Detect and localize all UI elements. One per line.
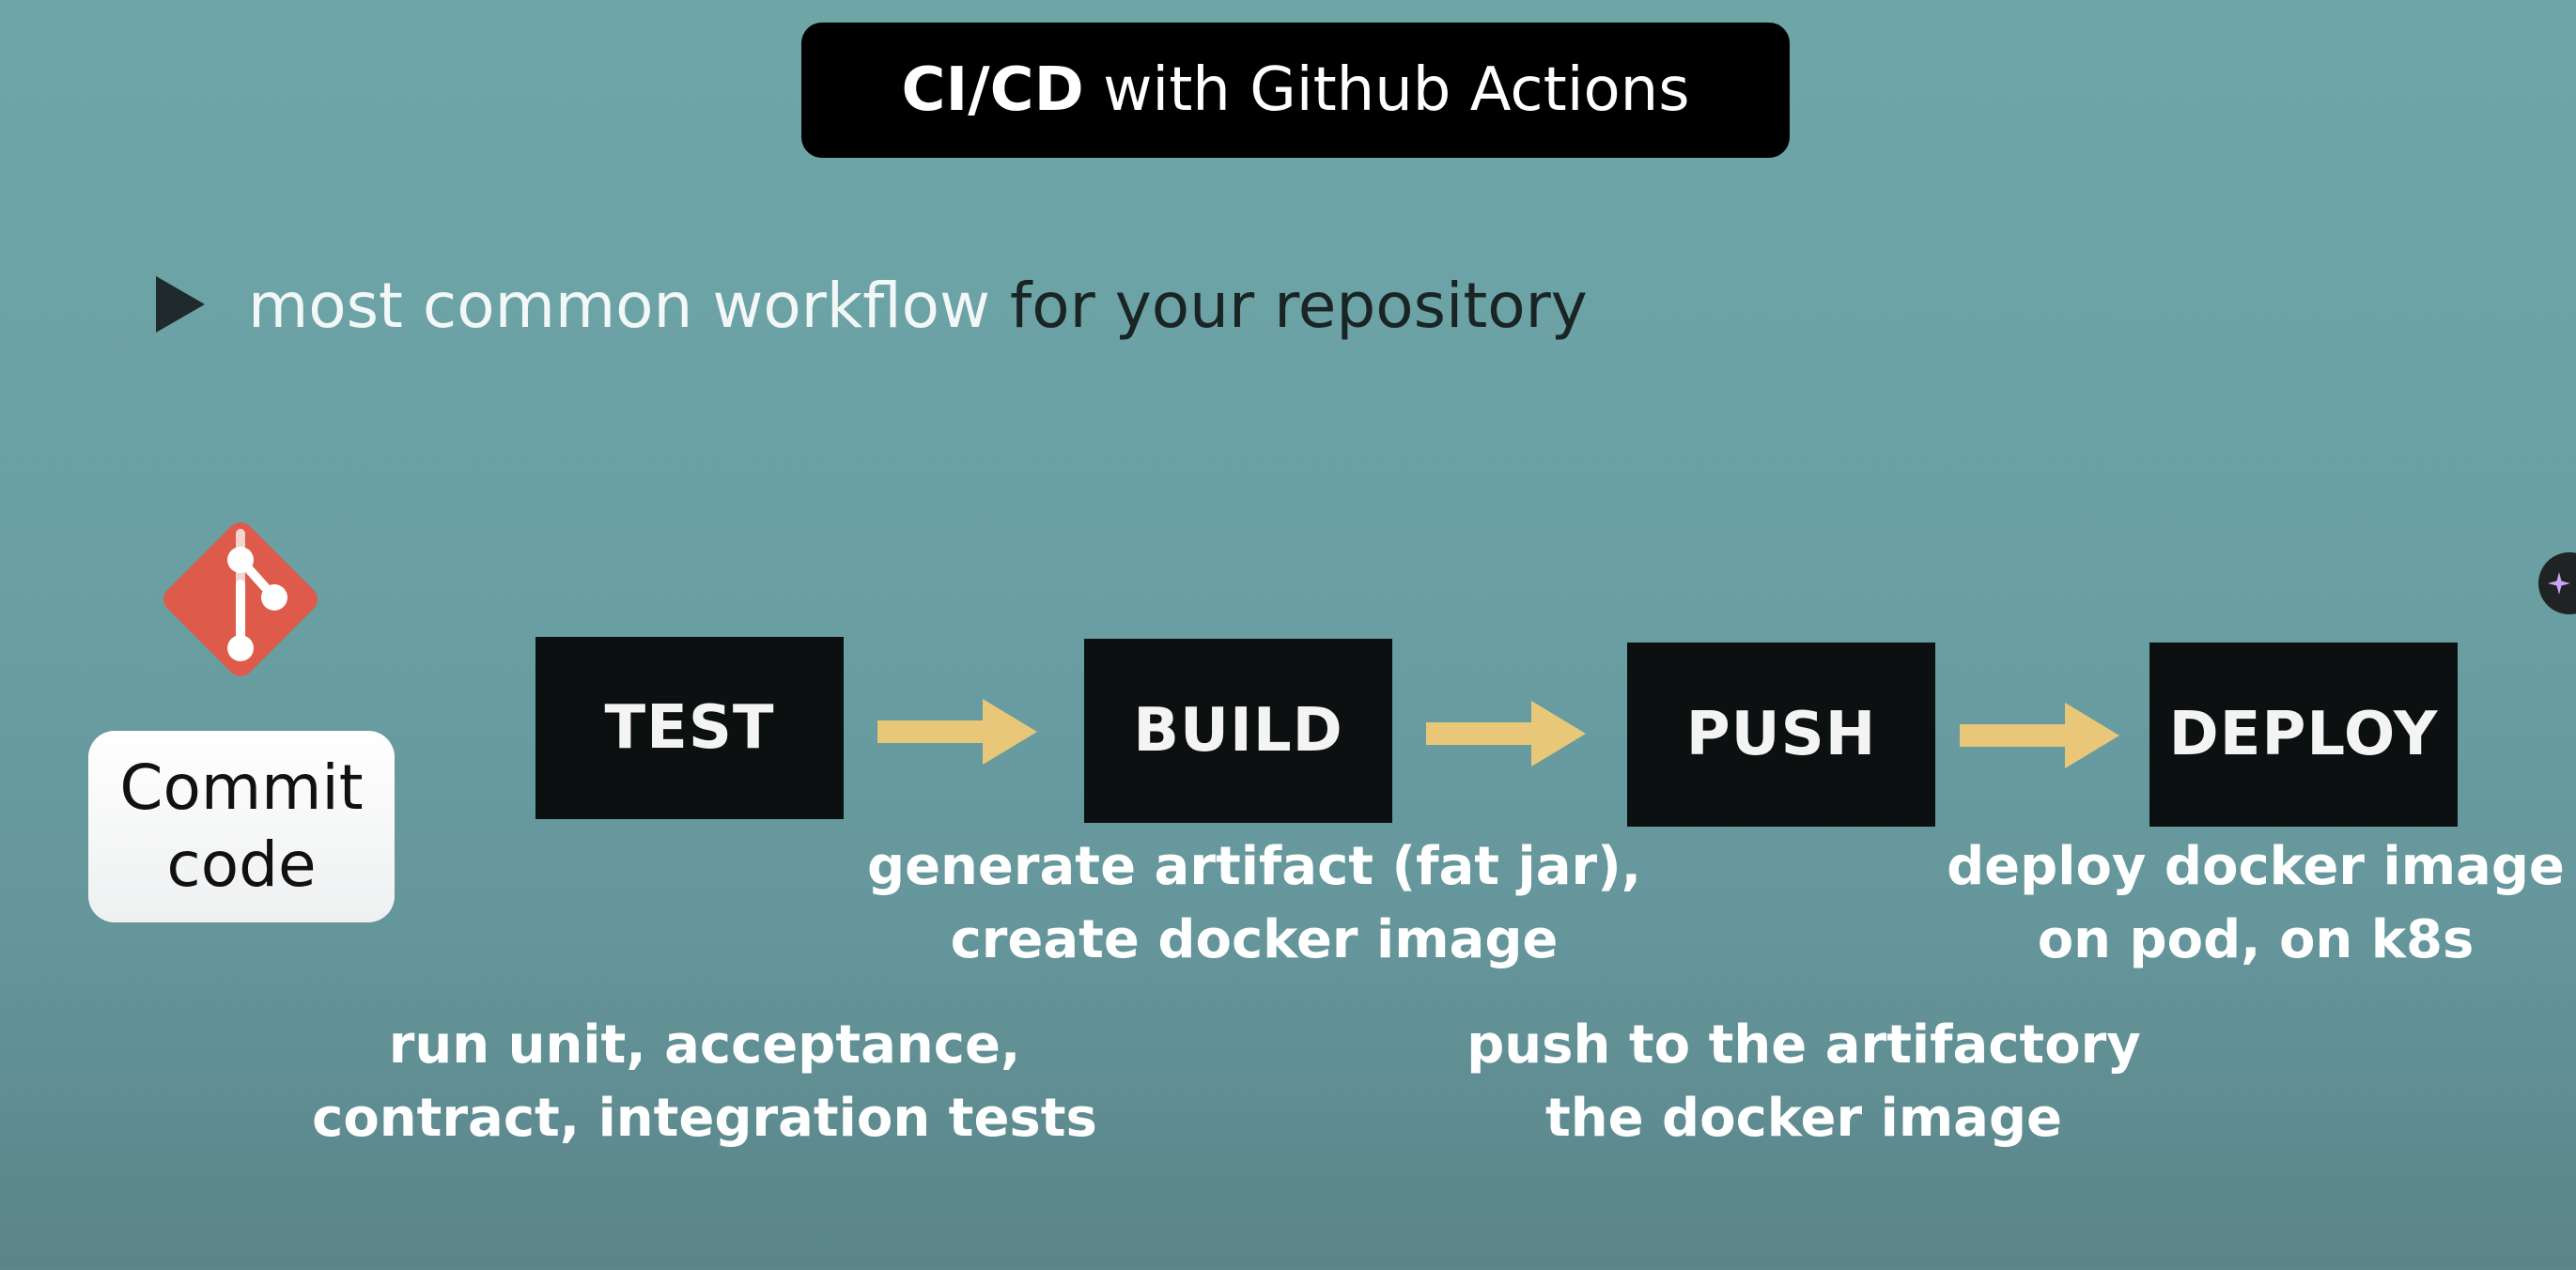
stage-test-label: TEST — [604, 693, 775, 763]
bullet-rest: for your repository — [990, 270, 1588, 342]
stage-deploy: DEPLOY — [2149, 643, 2458, 827]
push-description: push to the artifactory the docker image — [1447, 1009, 2161, 1155]
build-description: generate artifact (fat jar), create dock… — [846, 830, 1663, 977]
title-rest: with Github Actions — [1083, 55, 1690, 125]
test-description-line-2: contract, integration tests — [312, 1088, 1097, 1149]
stage-build: BUILD — [1084, 639, 1392, 823]
commit-line-2: code — [166, 829, 317, 901]
stage-push: PUSH — [1627, 643, 1935, 827]
deploy-description: deploy docker image on pod, on k8s — [1935, 830, 2576, 977]
stage-test: TEST — [535, 637, 844, 819]
right-arrow-icon — [877, 699, 1037, 765]
sparkle-icon — [2548, 572, 2570, 595]
stage-push-label: PUSH — [1685, 700, 1877, 769]
build-description-line-1: generate artifact (fat jar), — [866, 836, 1642, 897]
assist-button[interactable] — [2538, 552, 2576, 614]
build-description-line-2: create docker image — [950, 909, 1559, 970]
title-bold-part: CI/CD — [901, 55, 1084, 125]
stage-deploy-label: DEPLOY — [2168, 700, 2439, 769]
test-description: run unit, acceptance, contract, integrat… — [310, 1009, 1099, 1155]
commit-line-1: Commit — [119, 751, 364, 824]
slide-title: CI/CD with Github Actions — [801, 23, 1790, 158]
bullet-text: most common workflow for your repository — [248, 269, 1588, 344]
deploy-description-line-2: on pod, on k8s — [2037, 909, 2475, 970]
commit-code-box: Commit code — [88, 731, 395, 922]
push-description-line-2: the docker image — [1544, 1088, 2063, 1149]
push-description-line-1: push to the artifactory — [1466, 1014, 2141, 1076]
right-arrow-icon — [1426, 701, 1586, 767]
deploy-description-line-1: deploy docker image — [1947, 836, 2565, 897]
play-triangle-icon — [156, 276, 205, 333]
bullet-highlight: most common workflow — [248, 270, 991, 342]
stage-build-label: BUILD — [1133, 696, 1343, 766]
test-description-line-1: run unit, acceptance, — [388, 1014, 1021, 1076]
right-arrow-icon — [1960, 703, 2119, 768]
git-logo-icon — [148, 507, 333, 691]
